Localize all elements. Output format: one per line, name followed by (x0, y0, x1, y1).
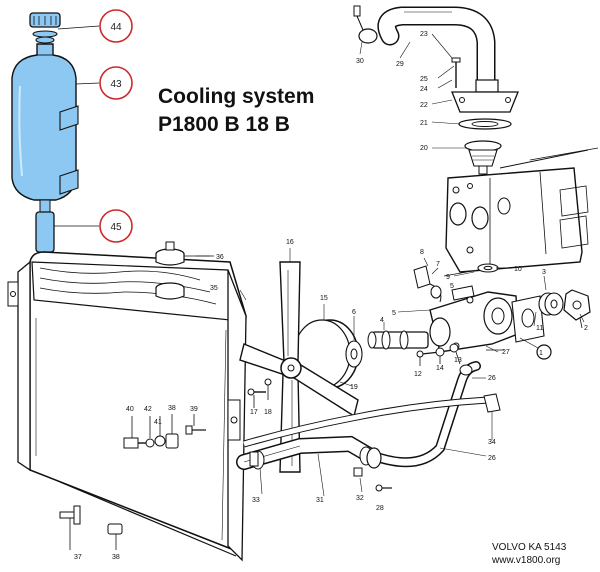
water-pump-shaft (367, 330, 429, 350)
part-number: 40 (126, 406, 134, 413)
part-number: 27 (502, 349, 510, 356)
part-number: 7 (436, 261, 440, 268)
pump-impeller-seal (538, 292, 564, 316)
lower-radiator-hose (236, 435, 382, 470)
part-leaders (196, 33, 585, 497)
part-number: 41 (154, 419, 162, 426)
part-number: 12 (414, 371, 422, 378)
part-number: 22 (420, 102, 428, 109)
part-number: 13 (454, 357, 462, 364)
callout-44: 44 (99, 9, 133, 43)
part-number: 20 (420, 145, 428, 152)
part-number: 25 (420, 76, 428, 83)
part-number: 33 (252, 497, 260, 504)
part-number: 26 (488, 455, 496, 462)
callout-45: 45 (99, 209, 133, 243)
part-number: 11 (536, 325, 543, 332)
part-number-labels: 1 2 3 4 5 5 6 7 8 9 10 11 12 13 14 15 16… (74, 31, 588, 561)
fan (239, 261, 359, 473)
part-number: 37 (74, 554, 82, 561)
thermostat-gasket (458, 118, 512, 130)
part-number: 21 (420, 120, 428, 127)
part-number: 5 (392, 310, 396, 317)
part-number: 5 (450, 283, 454, 290)
footer-code: VOLVO KA 5143 (492, 542, 567, 553)
hose-clamp-upper (353, 5, 378, 44)
heater-pipe (243, 396, 489, 448)
svg-text:45: 45 (110, 222, 122, 233)
part-number: 28 (376, 505, 384, 512)
part-number: 31 (316, 497, 324, 504)
callout-leaders (54, 25, 100, 227)
part-number: 6 (352, 309, 356, 316)
part-number: 32 (356, 495, 364, 502)
part-number: 3 (542, 269, 546, 276)
radiator-cap (155, 241, 214, 266)
part-number: 38 (112, 554, 120, 561)
pump-impeller (563, 289, 591, 329)
water-pump-housing (429, 285, 519, 353)
thermostat-housing (451, 57, 519, 113)
part-number: 26 (488, 375, 496, 382)
part-number: 23 (420, 31, 428, 38)
pump-gasket (511, 295, 545, 343)
part-number: 30 (356, 58, 364, 65)
drain-cock (59, 505, 81, 550)
hose-clamps-lower (249, 393, 501, 492)
part-number: 14 (436, 365, 444, 372)
part-number: 39 (190, 406, 198, 413)
expansion-tank-cap (29, 12, 61, 44)
part-number: 42 (144, 406, 152, 413)
part-number: 17 (250, 409, 258, 416)
expansion-tank (11, 43, 79, 201)
pump-small-parts (413, 263, 512, 366)
drain-plug (107, 523, 123, 550)
diagram-title-line-2: P1800 B 18 B (158, 113, 290, 136)
callout-43: 43 (99, 66, 133, 100)
thermostat (464, 140, 502, 175)
part-number: 8 (420, 249, 424, 256)
part-number: 35 (210, 285, 218, 292)
part-number: 34 (488, 439, 496, 446)
part-number: 4 (380, 317, 384, 324)
fan-pulley (293, 319, 363, 389)
upper-radiator-hose (377, 6, 496, 94)
cylinder-head (445, 147, 599, 273)
radiator (7, 251, 247, 562)
svg-text:43: 43 (110, 79, 122, 90)
part-number: 24 (420, 86, 428, 93)
footer-url: www.v1800.org (492, 555, 561, 566)
part-number: 18 (264, 409, 272, 416)
svg-text:44: 44 (110, 22, 122, 33)
diagram-title-line-1: Cooling system (158, 85, 315, 108)
part-number: 15 (320, 295, 328, 302)
part-number: 36 (216, 254, 224, 261)
fan-bolts (247, 378, 272, 408)
part-number: 38 (168, 405, 176, 412)
part-number: 16 (286, 239, 294, 246)
expansion-hose (35, 199, 55, 253)
part-number: 29 (396, 61, 404, 68)
reference-circle (519, 337, 552, 360)
radiator-filler-neck (155, 282, 185, 300)
part-number: 2 (584, 325, 588, 332)
part-number: 9 (446, 274, 450, 281)
part-number: 10 (514, 266, 522, 273)
part-number: 1 (539, 350, 543, 357)
part-number: 19 (350, 384, 358, 391)
mounting-bolts (123, 414, 206, 449)
